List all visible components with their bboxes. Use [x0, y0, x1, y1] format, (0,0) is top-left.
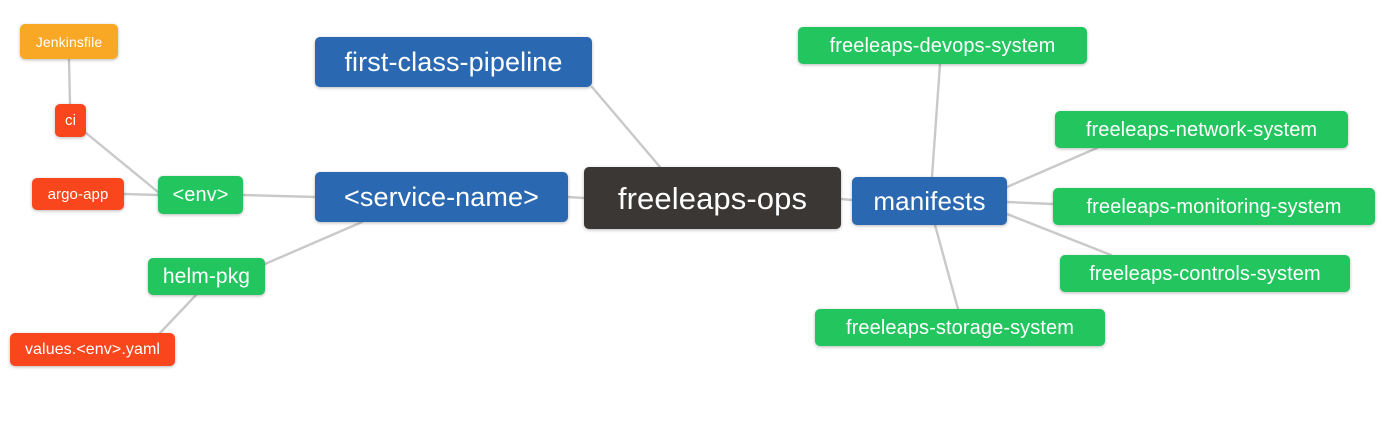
edge-env-to-service-name [241, 193, 317, 199]
edge-values-yaml-to-helm-pkg [158, 293, 198, 335]
mindmap-node-service-name[interactable]: <service-name> [315, 172, 568, 222]
mindmap-node-pipeline[interactable]: first-class-pipeline [315, 37, 592, 87]
mindmap-node-devops[interactable]: freeleaps-devops-system [798, 27, 1087, 64]
mindmap-node-controls[interactable]: freeleaps-controls-system [1060, 255, 1350, 292]
edge-service-name-to-freeleaps-ops [566, 195, 586, 200]
edge-freeleaps-ops-to-manifests [839, 197, 854, 202]
mindmap-node-network[interactable]: freeleaps-network-system [1055, 111, 1348, 148]
edge-jenkinsfile-to-ci [67, 57, 72, 106]
edge-pipeline-to-freeleaps-ops [590, 85, 662, 169]
mindmap-node-values-yaml[interactable]: values.<env>.yaml [10, 333, 175, 366]
edge-manifests-to-devops [930, 62, 942, 179]
mindmap-node-monitoring[interactable]: freeleaps-monitoring-system [1053, 188, 1375, 225]
edge-manifests-to-network [1005, 146, 1099, 189]
mindmap-node-jenkinsfile[interactable]: Jenkinsfile [20, 24, 118, 59]
mindmap-node-env[interactable]: <env> [158, 176, 243, 214]
edge-manifests-to-monitoring [1005, 200, 1055, 206]
mindmap-node-storage[interactable]: freeleaps-storage-system [815, 309, 1105, 346]
edge-argo-app-to-env [122, 192, 160, 197]
mindmap-node-manifests[interactable]: manifests [852, 177, 1007, 225]
mindmap-node-argo-app[interactable]: argo-app [32, 178, 124, 210]
mindmap-node-helm-pkg[interactable]: helm-pkg [148, 258, 265, 295]
mindmap-node-freeleaps-ops[interactable]: freeleaps-ops [584, 167, 841, 229]
mindmap-node-ci[interactable]: ci [55, 104, 86, 137]
edge-manifests-to-storage [933, 223, 960, 311]
edge-helm-pkg-to-service-name [263, 220, 364, 266]
